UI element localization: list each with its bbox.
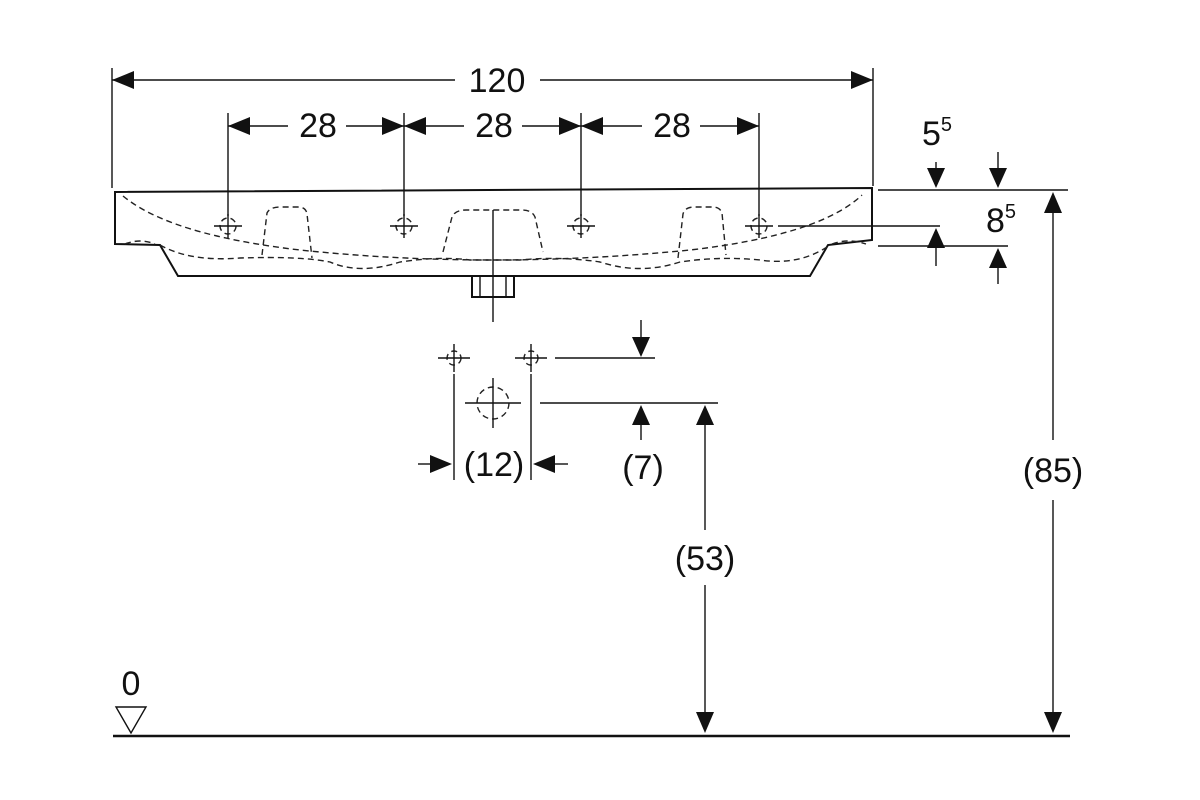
label-rim-height: 85 xyxy=(986,201,1016,240)
label-trap-spacing: (12) xyxy=(464,446,524,484)
tap-hole-2 xyxy=(390,214,418,238)
label-rim-total-height: (85) xyxy=(1023,452,1083,490)
dim-outlet-height: (53) xyxy=(675,405,735,733)
dim-trap-offset: (7) xyxy=(540,320,718,487)
dim-rim-offset: 55 xyxy=(878,114,1068,191)
washbasin-outline xyxy=(114,186,873,322)
tap-hole-markers xyxy=(214,214,773,238)
label-rim-offset: 55 xyxy=(922,114,952,153)
label-overall-width: 120 xyxy=(469,62,526,100)
tap-hole-4 xyxy=(745,214,773,238)
floor-level: 0 xyxy=(113,665,1070,738)
tap-hole-3 xyxy=(567,214,595,238)
label-outlet-height: (53) xyxy=(675,540,735,578)
dim-trap-spacing: (12) xyxy=(418,374,568,484)
drain-marker xyxy=(465,378,521,428)
label-floor-level: 0 xyxy=(122,665,141,703)
label-tap-spacing-1: 28 xyxy=(299,107,337,145)
dim-tap-spacing: 28 28 28 xyxy=(227,107,760,216)
supply-markers xyxy=(438,344,547,428)
floor-level-triangle-icon xyxy=(114,706,148,735)
tap-hole-1 xyxy=(214,214,242,238)
label-tap-spacing-2: 28 xyxy=(475,107,513,145)
dim-overall-width: 120 xyxy=(111,62,874,188)
label-tap-spacing-3: 28 xyxy=(653,107,691,145)
dim-rim-total-height: (85) xyxy=(1023,192,1083,733)
label-trap-offset: (7) xyxy=(622,449,664,487)
supply-marker-right xyxy=(515,344,547,372)
supply-marker-left xyxy=(438,344,470,372)
dim-rim-height: 85 xyxy=(778,201,1016,284)
